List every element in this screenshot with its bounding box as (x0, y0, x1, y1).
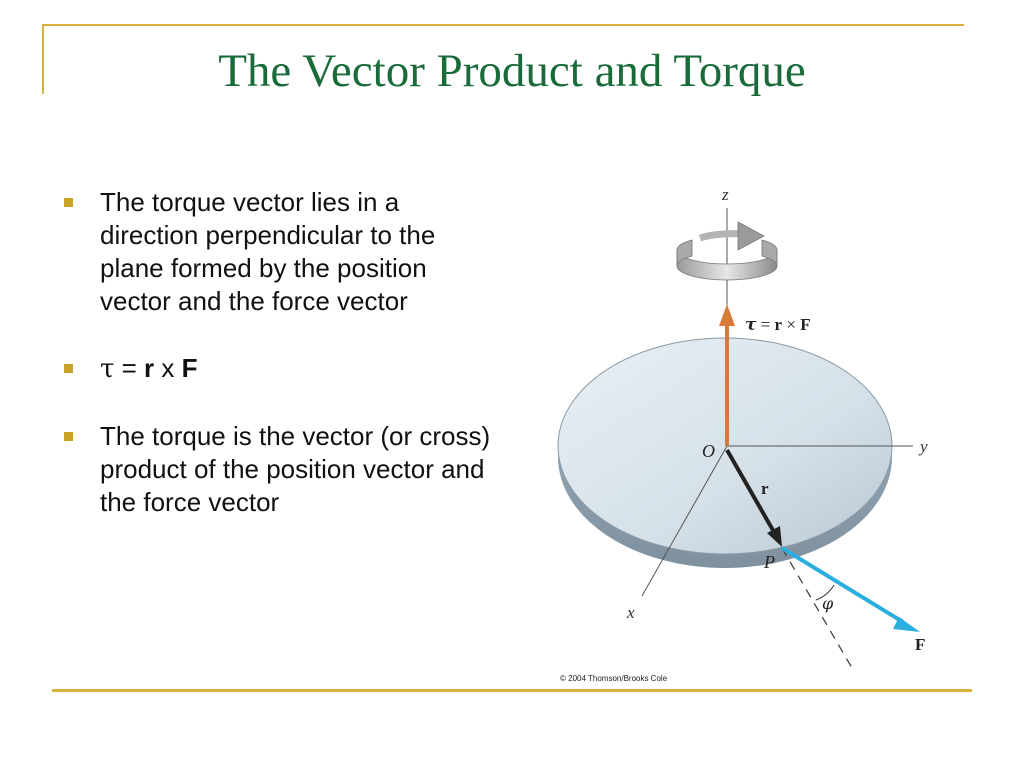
torque-tau: τ (745, 315, 757, 335)
torque-arrow-head (719, 304, 735, 326)
phi-label: φ (822, 594, 834, 613)
x-axis-line (641, 445, 728, 597)
frame-top-line (42, 24, 964, 26)
copyright-note: © 2004 Thomson/Brooks Cole (560, 674, 668, 683)
r-vector-label: r (761, 479, 769, 498)
x-axis-label: x (626, 603, 635, 622)
bullet-square-icon (64, 364, 73, 373)
torque-equals: = (756, 315, 774, 334)
r-vector-shaft (725, 449, 776, 533)
z-axis-label: z (721, 185, 729, 204)
bullet-text: The torque vector lies in a direction pe… (100, 187, 436, 316)
frame-left-line (42, 24, 44, 94)
bullet-square-icon (64, 432, 73, 441)
force-vector-head (893, 617, 920, 632)
formula-equals: = (114, 353, 145, 383)
bullet-item: The torque vector lies in a direction pe… (60, 186, 500, 318)
bullet-text: The torque is the vector (or cross) prod… (100, 421, 491, 517)
y-axis-label: y (918, 437, 928, 456)
torque-f: F (800, 315, 810, 334)
frame-bottom-line (52, 689, 972, 692)
r-vector-head (767, 526, 782, 547)
torque-times: × (782, 315, 800, 334)
torque-equation-label: τ = r × F (745, 315, 811, 335)
bullet-list: The torque vector lies in a direction pe… (60, 186, 500, 553)
origin-label: O (702, 441, 715, 461)
r-extension-dashed-line (781, 547, 853, 669)
bullet-square-icon (64, 198, 73, 207)
formula-times: x (154, 353, 182, 383)
torque-r: r (775, 315, 783, 334)
formula-r: r (144, 353, 155, 383)
bullet-item-formula: τ = r x F (60, 352, 500, 386)
torque-diagram: z y x O r P φ F τ = r × F (557, 185, 928, 669)
phi-angle-arc (815, 584, 835, 601)
formula-tau: τ (100, 354, 115, 384)
formula-f: F (181, 353, 198, 383)
force-vector-shaft (780, 546, 905, 624)
force-vector-label: F (915, 635, 925, 654)
slide-title: The Vector Product and Torque (218, 45, 806, 97)
bullet-item: The torque is the vector (or cross) prod… (60, 420, 500, 519)
point-p-label: P (763, 552, 775, 572)
rotation-arrow-icon (676, 221, 778, 281)
